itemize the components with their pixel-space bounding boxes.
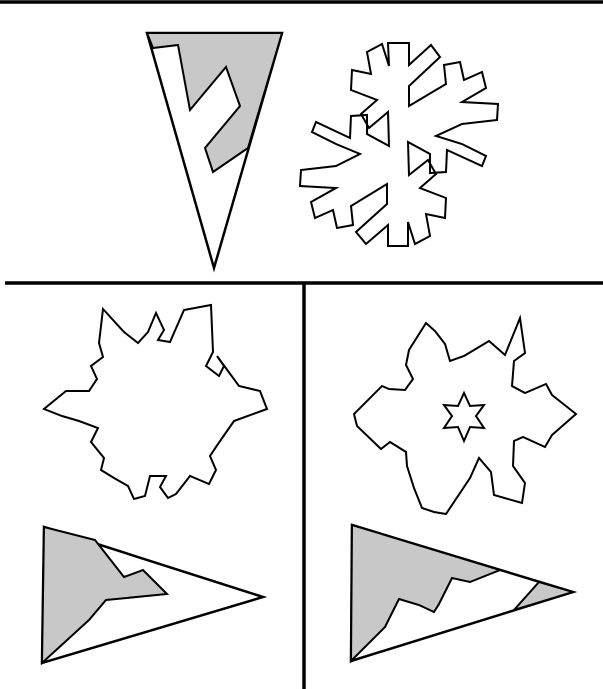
folded-paper-bottom-right bbox=[351, 525, 573, 661]
snowflake-bottom-left bbox=[44, 305, 267, 499]
snowflake-outline bbox=[300, 43, 498, 246]
panel-bottom-left bbox=[42, 305, 267, 663]
panel-top bbox=[147, 33, 498, 268]
snowflake-bottom-right bbox=[354, 318, 576, 514]
snowflake-outline bbox=[44, 305, 267, 499]
snowflake-top bbox=[300, 43, 498, 246]
panel-bottom-right bbox=[351, 318, 576, 661]
folded-paper-top bbox=[147, 33, 282, 268]
folded-paper-bottom-left bbox=[42, 527, 263, 663]
